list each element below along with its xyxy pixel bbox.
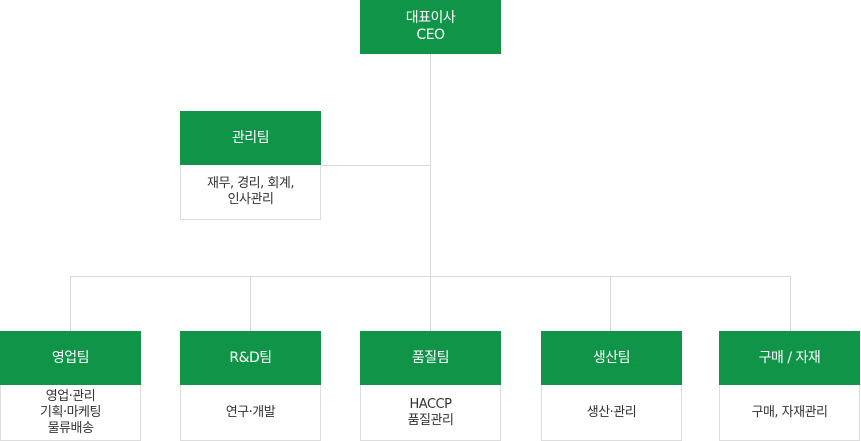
team-header-production: 생산팀: [541, 331, 682, 385]
team-drop-line-5: [790, 276, 791, 331]
management-header: 관리팀: [180, 111, 321, 165]
team-title: 품질팀: [411, 349, 450, 366]
team-description-production: 생산·관리: [541, 385, 682, 441]
team-drop-line-1: [70, 276, 71, 331]
team-drop-line-4: [610, 276, 611, 331]
management-title: 관리팀: [231, 129, 270, 146]
management-description: 재무, 경리, 회계, 인사관리: [180, 165, 321, 220]
team-header-sales: 영업팀: [0, 331, 141, 385]
team-drop-line-2: [250, 276, 251, 331]
ceo-box: 대표이사 CEO: [360, 0, 501, 54]
team-description-quality: HACCP 품질관리: [360, 385, 501, 441]
ceo-title: 대표이사: [405, 10, 456, 26]
management-branch-line: [320, 165, 431, 166]
team-drop-line-3: [430, 276, 431, 331]
team-description-rnd: 연구·개발: [180, 385, 321, 441]
team-title: 생산팀: [592, 349, 631, 366]
team-description-purchasing: 구매, 자재관리: [719, 385, 860, 441]
team-header-rnd: R&D팀: [180, 331, 321, 385]
team-title: R&D팀: [229, 349, 272, 366]
team-title: 영업팀: [51, 349, 90, 366]
team-description-sales: 영업·관리 기획·마케팅 물류배송: [0, 385, 141, 441]
ceo-subtitle: CEO: [416, 27, 445, 43]
team-header-purchasing: 구매 / 자재: [719, 331, 860, 385]
team-title: 구매 / 자재: [758, 349, 821, 366]
team-header-quality: 품질팀: [360, 331, 501, 385]
